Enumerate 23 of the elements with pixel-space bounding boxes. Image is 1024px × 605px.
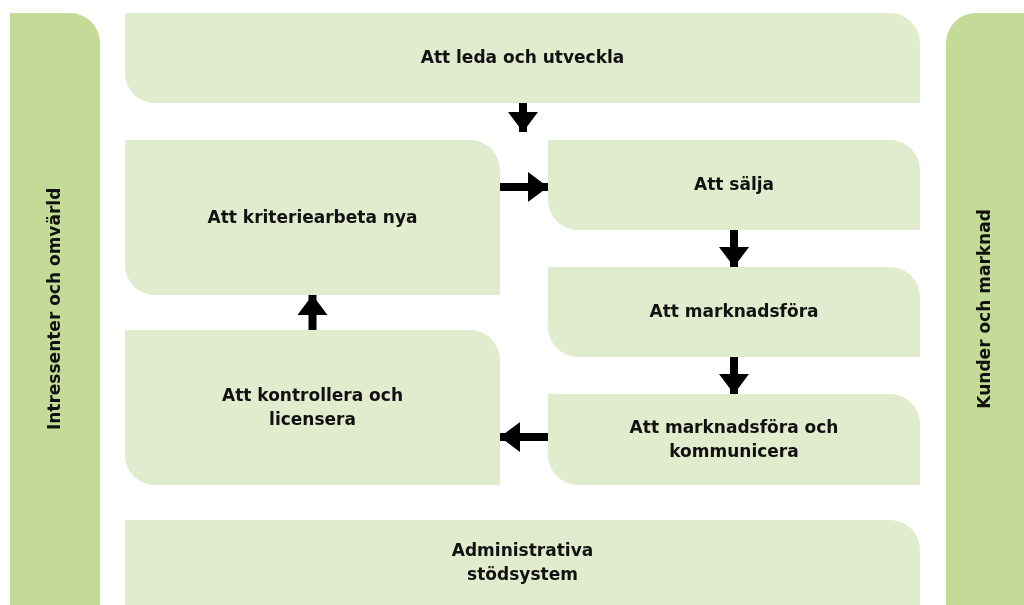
box-label: Att kriteriearbeta nya (207, 205, 418, 229)
process-box (125, 330, 500, 485)
box-label: Att kontrollera och licensera (221, 383, 404, 431)
arrow (500, 422, 548, 452)
arrow (500, 172, 548, 202)
box-label: Att marknadsföra och kommunicera (628, 415, 840, 463)
side-band (10, 13, 100, 605)
arrow (719, 357, 749, 394)
arrow (719, 230, 749, 267)
process-box (548, 267, 920, 357)
process-box (548, 394, 920, 485)
box-label: Att sälja (693, 173, 774, 197)
side-band (946, 13, 1024, 605)
box-label: Att marknadsföra (649, 300, 819, 324)
box-label: Att leda och utveckla (420, 46, 625, 70)
process-box (125, 13, 920, 103)
process-box (548, 140, 920, 230)
box-label: Intressenter och omvärld (43, 187, 66, 431)
box-label: Administrativa stödsystem (450, 538, 595, 586)
process-box (125, 140, 500, 295)
arrow (297, 295, 328, 330)
process-box (125, 520, 920, 605)
box-label: Kunder och marknad (973, 209, 996, 409)
